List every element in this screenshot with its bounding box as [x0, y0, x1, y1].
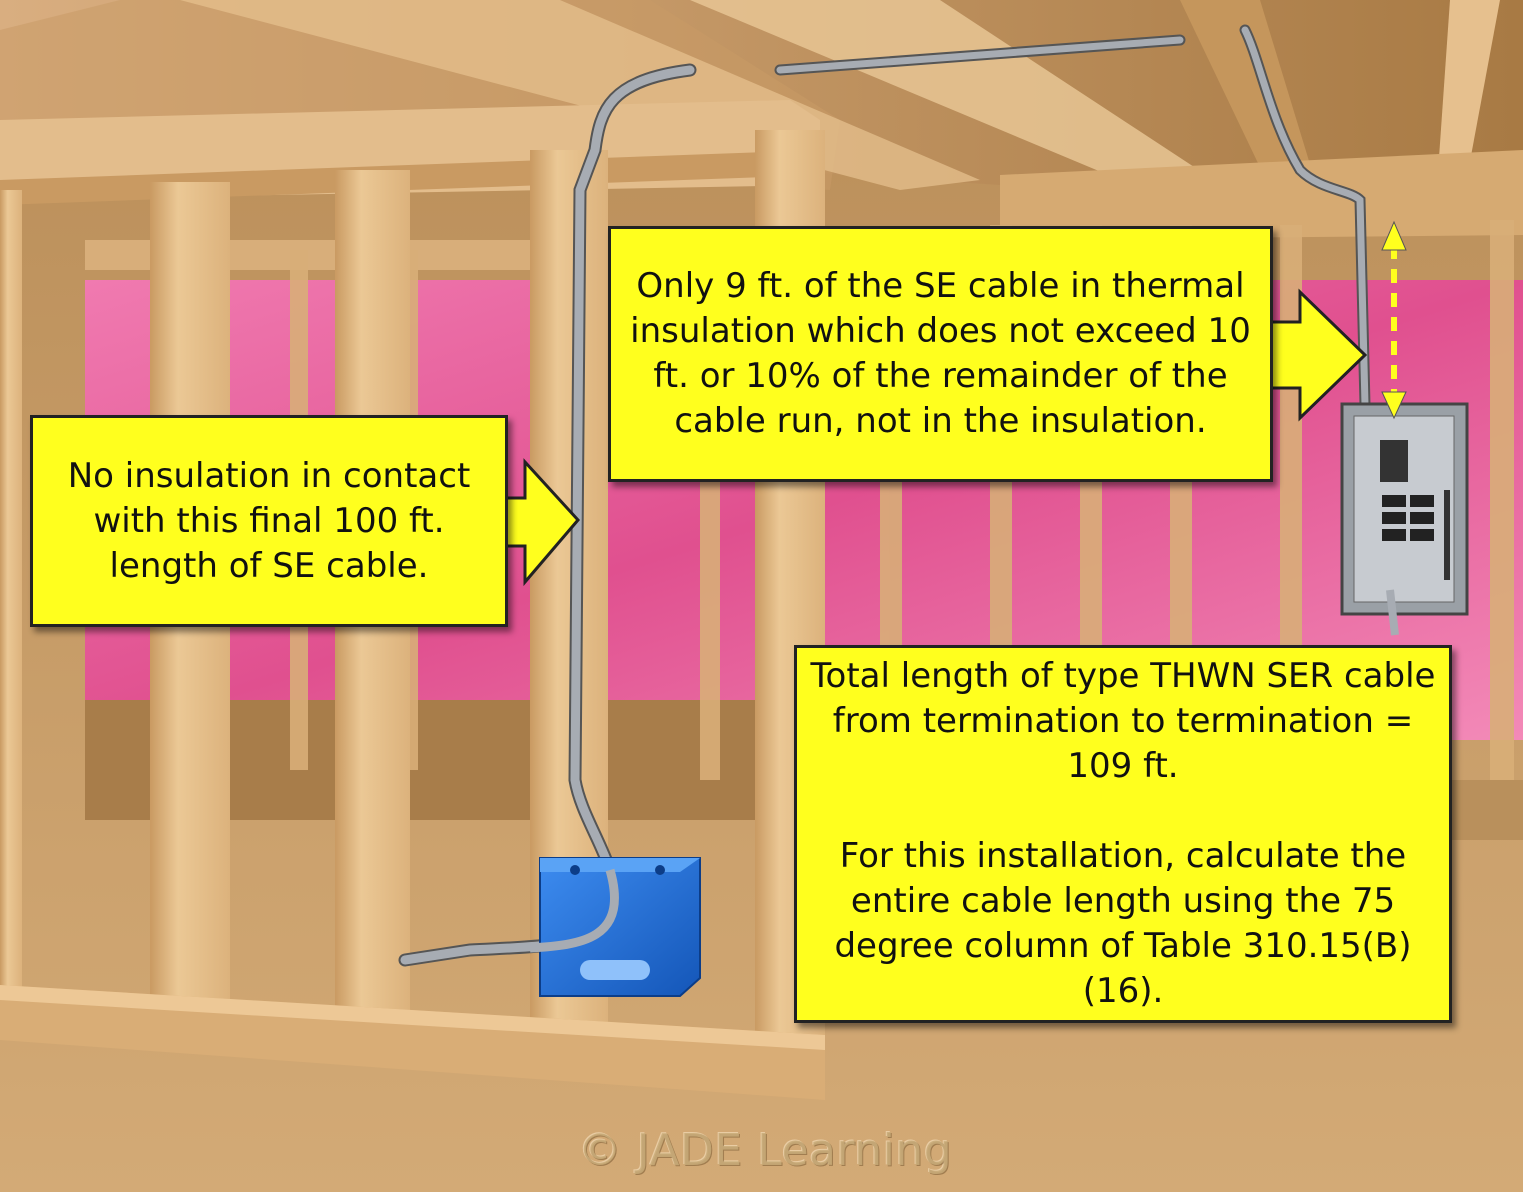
callout-total-length: Total length of type THWN SER cable from… — [794, 645, 1452, 1023]
electrical-box-icon — [529, 857, 701, 997]
callout-total-length-text: Total length of type THWN SER cable from… — [810, 656, 1436, 786]
dimension-arrow-icon — [1381, 220, 1407, 420]
callout-no-insulation: No insulation in contact with this final… — [30, 415, 508, 627]
callout-no-insulation-text: No insulation in contact with this final… — [67, 455, 471, 586]
callout-thermal-insulation: Only 9 ft. of the SE cable in thermal in… — [608, 226, 1273, 482]
breaker-panel-icon — [1340, 402, 1469, 636]
callout-calculation-text: For this installation, calculate the ent… — [834, 836, 1412, 1011]
callout-thermal-insulation-text: Only 9 ft. of the SE cable in thermal in… — [630, 266, 1251, 441]
copyright-watermark: © JADE Learning — [577, 1125, 953, 1176]
